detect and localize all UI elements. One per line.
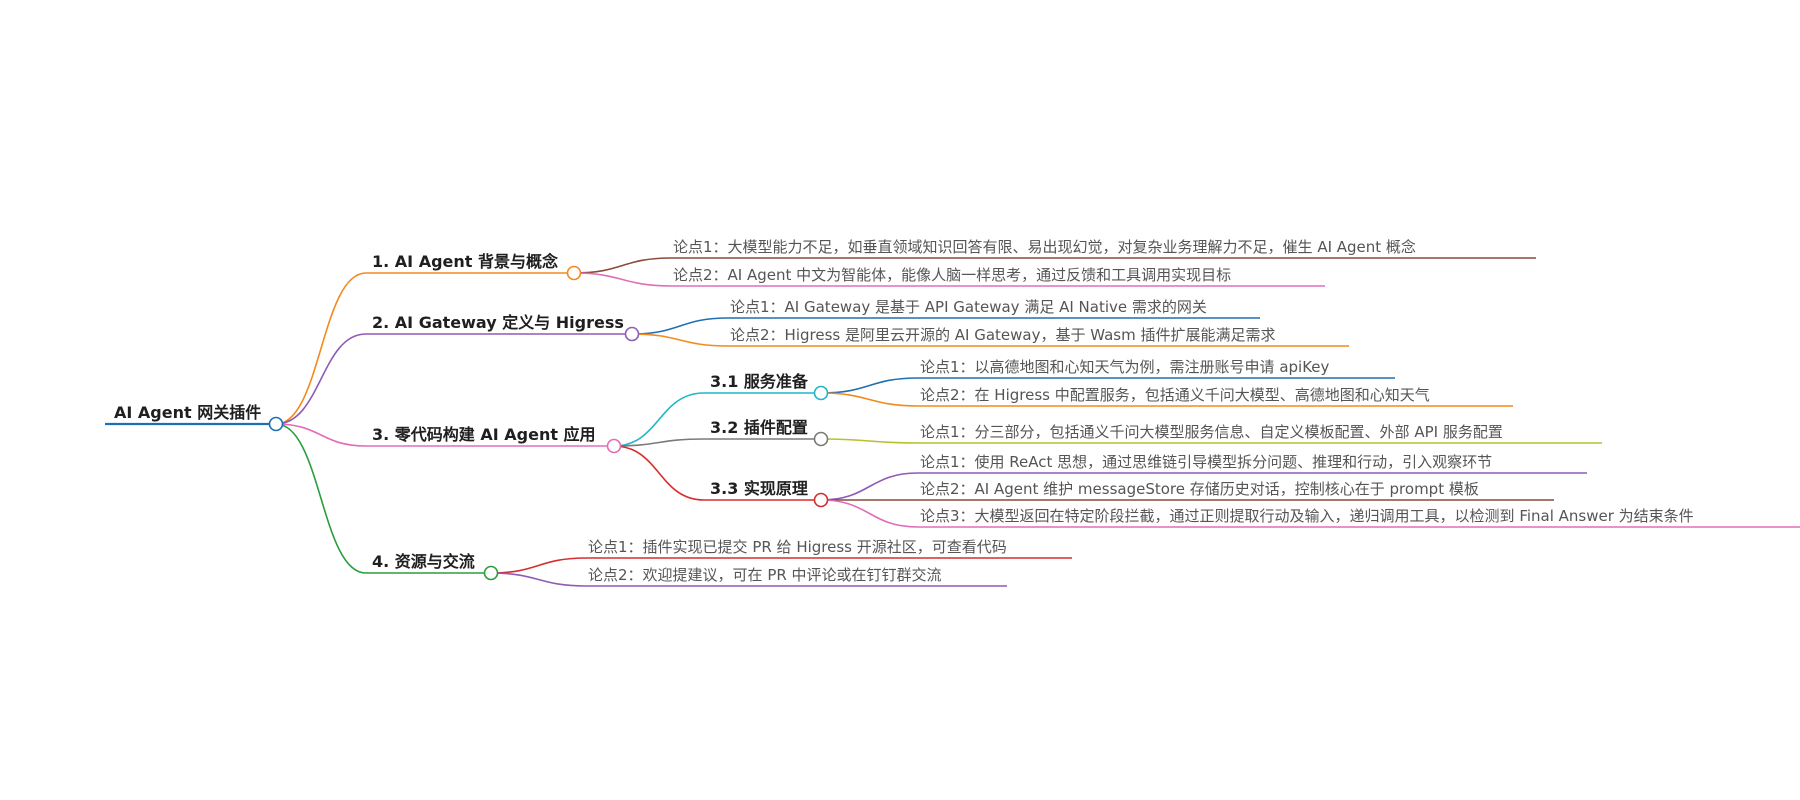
leaf-4-1-label: 论点1：插件实现已提交 PR 给 Higress 开源社区，可查看代码 bbox=[588, 538, 1007, 556]
branch-2-edge bbox=[275, 333, 367, 425]
leaf-2-1-edge bbox=[631, 317, 729, 335]
sub-3-2-connector[interactable] bbox=[813, 431, 829, 447]
mindmap-underlines bbox=[105, 257, 1800, 587]
mindmap-labels: AI Agent 网关插件 1. AI Agent 背景与概念 论点1：大模型能力不… bbox=[114, 238, 1694, 584]
sub-3-1-connector[interactable] bbox=[813, 385, 829, 401]
sub-3-1-label: 3.1 服务准备 bbox=[710, 372, 809, 391]
branch-3-connector[interactable] bbox=[606, 438, 622, 454]
root-connector[interactable] bbox=[268, 416, 284, 432]
leaf-4-1-edge bbox=[490, 557, 587, 574]
leaf-3-3-3-label: 论点3：大模型返回在特定阶段拦截，通过正则提取行动及输入，递归调用工具，以检测到… bbox=[920, 507, 1694, 525]
leaf-2-1-label: 论点1：AI Gateway 是基于 API Gateway 满足 AI Nat… bbox=[730, 298, 1207, 316]
leaf-1-1-label: 论点1：大模型能力不足，如垂直领域知识回答有限、易出现幻觉，对复杂业务理解力不足… bbox=[673, 238, 1416, 256]
leaf-1-1-edge bbox=[573, 257, 672, 274]
branch-2-label: 2. AI Gateway 定义与 Higress bbox=[372, 313, 624, 332]
leaf-3-1-2-label: 论点2：在 Higress 中配置服务，包括通义千问大模型、高德地图和心知天气 bbox=[920, 386, 1430, 404]
leaf-3-3-2-label: 论点2：AI Agent 维护 messageStore 存储历史对话，控制核心… bbox=[920, 480, 1479, 498]
leaf-1-2-label: 论点2：AI Agent 中文为智能体，能像人脑一样思考，通过反馈和工具调用实现… bbox=[673, 266, 1231, 284]
branch-3-label: 3. 零代码构建 AI Agent 应用 bbox=[372, 425, 596, 444]
sub-3-1-edge bbox=[613, 392, 705, 447]
sub-3-2-edge bbox=[613, 438, 705, 447]
branch-4-label: 4. 资源与交流 bbox=[372, 552, 475, 571]
sub-3-3-edge bbox=[613, 445, 705, 501]
branch-2-connector[interactable] bbox=[624, 326, 640, 342]
leaf-2-2-edge bbox=[631, 333, 729, 347]
sub-3-3-label: 3.3 实现原理 bbox=[710, 479, 808, 498]
branch-1-edge bbox=[275, 272, 367, 425]
mindmap-connectors bbox=[268, 265, 829, 581]
leaf-4-2-label: 论点2：欢迎提建议，可在 PR 中评论或在钉钉群交流 bbox=[588, 566, 942, 584]
leaf-3-3-1-label: 论点1：使用 ReAct 思想，通过思维链引导模型拆分问题、推理和行动，引入观察… bbox=[920, 453, 1492, 471]
branch-4-connector[interactable] bbox=[483, 565, 499, 581]
leaf-3-3-1-edge bbox=[820, 472, 919, 501]
sub-3-2-label: 3.2 插件配置 bbox=[710, 418, 808, 437]
branch-1-connector[interactable] bbox=[566, 265, 582, 281]
leaf-3-1-1-edge bbox=[820, 377, 919, 394]
branch-1-label: 1. AI Agent 背景与概念 bbox=[372, 252, 559, 271]
sub-3-3-connector[interactable] bbox=[813, 492, 829, 508]
branch-4-edge bbox=[275, 423, 367, 574]
leaf-3-1-2-edge bbox=[820, 392, 919, 407]
leaf-4-2-edge bbox=[490, 572, 587, 587]
leaf-2-2-label: 论点2：Higress 是阿里云开源的 AI Gateway，基于 Wasm 插… bbox=[730, 326, 1276, 344]
leaf-3-3-3-edge bbox=[820, 499, 919, 528]
root-label: AI Agent 网关插件 bbox=[114, 403, 261, 422]
mindmap-edges bbox=[275, 257, 919, 587]
leaf-1-2-edge bbox=[573, 272, 672, 287]
leaf-3-2-1-edge bbox=[820, 438, 919, 444]
leaf-3-2-1-label: 论点1：分三部分，包括通义千问大模型服务信息、自定义模板配置、外部 API 服务… bbox=[920, 423, 1503, 441]
branch-3-edge bbox=[275, 423, 367, 447]
leaf-3-1-1-label: 论点1：以高德地图和心知天气为例，需注册账号申请 apiKey bbox=[920, 358, 1330, 376]
